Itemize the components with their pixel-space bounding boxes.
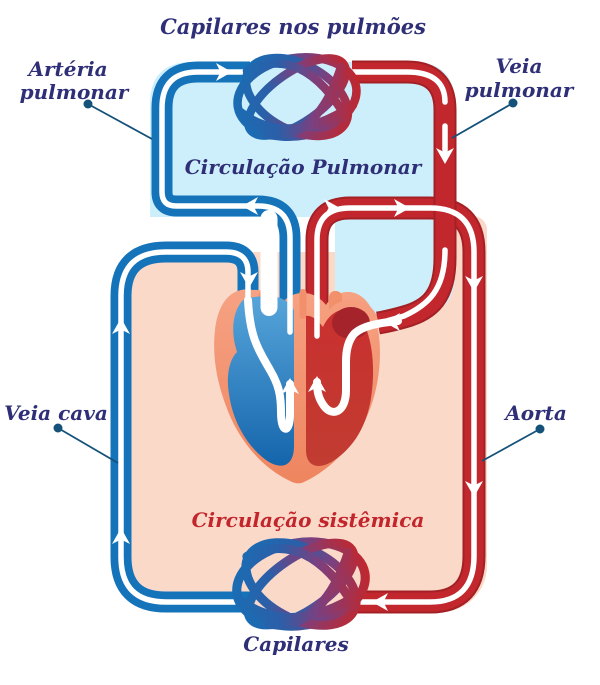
label-pulmonary-circulation: Circulação Pulmonar	[185, 155, 423, 179]
pointer-dot	[508, 98, 518, 108]
pulmonary-circulation-region	[150, 62, 455, 316]
heart-vessel-stub	[299, 289, 307, 319]
label-capillaries-body: Capilares	[243, 632, 349, 656]
heart-flow-channels	[244, 296, 402, 433]
pointer-dot	[53, 423, 63, 433]
label-pulmonary-artery-line1: Artéria	[26, 57, 107, 81]
pointer-dot	[83, 99, 93, 109]
label-capillaries-lungs: Capilares nos pulmões	[160, 14, 426, 39]
pointer-dot	[535, 424, 545, 434]
label-aorta: Aorta	[503, 401, 567, 425]
label-vena-cava: Veia cava	[4, 401, 108, 425]
label-pulmonary-vein-line1: Veia	[496, 54, 543, 78]
pointer-dots	[53, 98, 545, 434]
label-pulmonary-vein-line2: pulmonar	[465, 78, 575, 102]
heart-right-side-chambers-blue	[227, 295, 294, 466]
vena-cava-lumen-band	[260, 210, 278, 316]
heart-left-side-chambers-red	[306, 309, 374, 466]
pointer-lines	[57, 102, 541, 464]
label-pulmonary-artery-line2: pulmonar	[20, 80, 130, 104]
label-systemic-circulation: Circulação sistêmica	[192, 508, 425, 532]
